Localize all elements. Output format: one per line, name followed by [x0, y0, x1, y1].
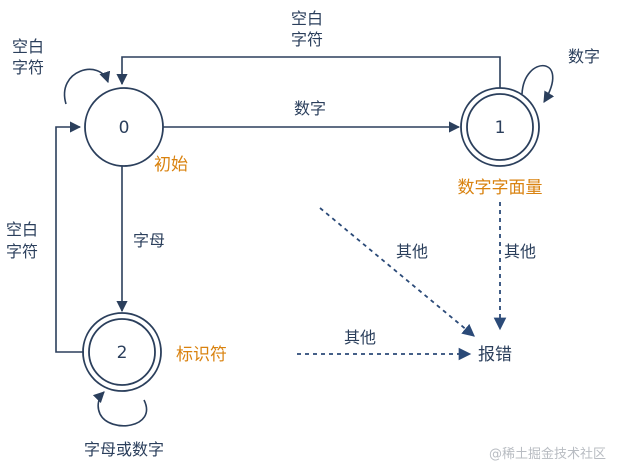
edge-s2-to-error-label: 其他 [344, 328, 376, 347]
edge-s0-to-error-label: 其他 [396, 242, 428, 261]
state-0-name: 初始 [154, 155, 188, 175]
state-1-name: 数字字面量 [458, 178, 543, 198]
edge-s0-to-s2-label: 字母 [133, 231, 165, 250]
state-1-id: 1 [495, 118, 506, 138]
state-1-inner-circle [466, 93, 534, 161]
edge-s0-self-label-line2: 字符 [12, 58, 44, 77]
edge-top-label-line2: 字符 [291, 30, 323, 49]
edge-s2-self-loop [92, 391, 148, 427]
edge-s0-to-error [319, 207, 475, 337]
state-2-name: 标识符 [176, 345, 227, 365]
edge-s0-self-label-line1: 空白 [12, 37, 44, 56]
edge-s1-to-s0-top [116, 56, 501, 88]
watermark-text: @稀土掘金技术社区 [489, 446, 606, 462]
edge-s1-to-error-label: 其他 [504, 242, 536, 261]
edge-s0-to-s1-label: 数字 [294, 99, 326, 118]
state-1: 1 [460, 87, 540, 167]
edge-s0-self-loop [63, 68, 111, 105]
edge-left-label-line1: 空白 [6, 220, 38, 239]
state-0-id: 0 [119, 118, 130, 138]
edge-s2-to-s0-left [55, 121, 84, 353]
edge-left-label-line2: 字符 [6, 242, 38, 261]
edge-s1-self-label: 数字 [568, 47, 600, 66]
edge-s1-self-loop [521, 64, 555, 103]
state-0: 0 [84, 87, 164, 167]
edge-top-label-line1: 空白 [291, 9, 323, 28]
error-node-label: 报错 [478, 345, 512, 365]
edge-s2-self-label: 字母或数字 [84, 440, 164, 459]
state-2: 2 [82, 312, 162, 392]
state-2-inner-circle [88, 318, 156, 386]
state-2-id: 2 [117, 343, 128, 363]
